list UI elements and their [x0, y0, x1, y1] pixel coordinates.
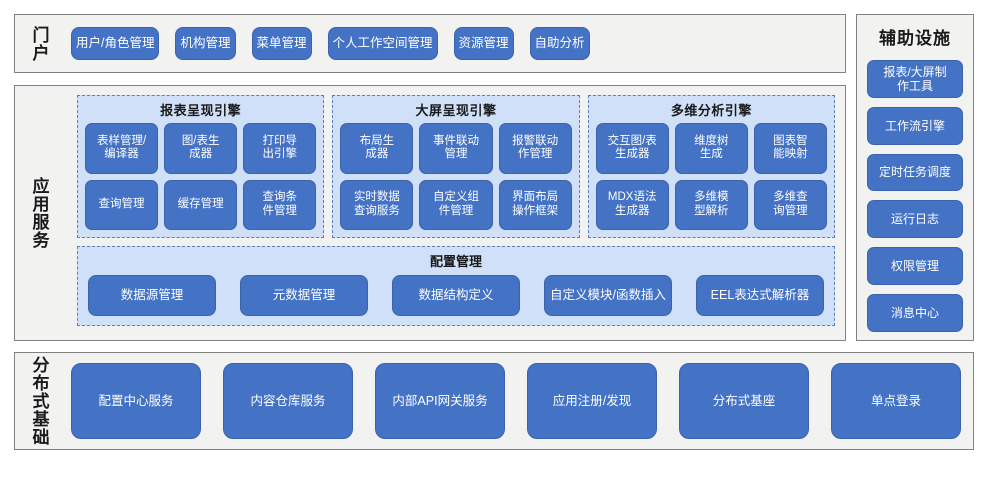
config-management-items: 数据源管理元数据管理数据结构定义自定义模块/函数插入 EEL表达式解析器 — [88, 275, 824, 316]
engine-2-item-3[interactable]: MDX语法 生成器 — [595, 179, 669, 230]
config-item-3[interactable]: 自定义模块/函数插入 — [544, 275, 672, 316]
portal-item-0[interactable]: 用户/角色管理 — [71, 27, 160, 60]
config-management-title: 配置管理 — [429, 254, 482, 269]
engine-1-item-3[interactable]: 实时数据 查询服务 — [340, 179, 414, 230]
config-item-0[interactable]: 数据源管理 — [88, 275, 216, 316]
aux-item-0[interactable]: 报表/大屏制 作工具 — [867, 60, 963, 98]
engine-1-item-5[interactable]: 界面布局 操作框架 — [498, 179, 572, 230]
engine-1-item-4[interactable]: 自定义组 件管理 — [419, 179, 493, 230]
config-item-2[interactable]: 数据结构定义 — [392, 275, 520, 316]
engine-0-item-0[interactable]: 表样管理/ 编译器 — [85, 123, 159, 174]
portal-items: 用户/角色管理机构管理菜单管理个人工作空间管理资源管理自助分析 — [71, 15, 837, 72]
aux-item-2[interactable]: 定时任务调度 — [867, 153, 963, 192]
engine-box-2: 多维分析引擎交互图/表 生成器维度树 生成图表智 能映射 MDX语法 生成器多维模… — [587, 95, 835, 238]
distributed-item-4[interactable]: 分布式基座 — [679, 363, 809, 439]
aux-item-3[interactable]: 运行日志 — [867, 200, 963, 239]
engine-2-item-2[interactable]: 图表智 能映射 — [753, 123, 827, 174]
config-item-1[interactable]: 元数据管理 — [240, 275, 368, 316]
distributed-item-5[interactable]: 单点登录 — [831, 363, 961, 439]
distributed-item-2[interactable]: 内部API网关服务 — [375, 363, 505, 439]
engine-0-item-3[interactable]: 查询管理 — [85, 179, 159, 230]
distributed-foundation-items: 配置中心服务内容仓库服务内部API网关服务应用注册/发现分布式基座单点登录 — [71, 363, 961, 439]
engine-grid-2: 交互图/表 生成器维度树 生成图表智 能映射 MDX语法 生成器多维模 型解析多维… — [595, 123, 827, 230]
aux-facilities-items: 报表/大屏制 作工具工作流引擎定时任务调度运行日志权限管理消息中心 — [867, 60, 963, 332]
engine-2-item-1[interactable]: 维度树 生成 — [674, 123, 748, 174]
portal-section: 门户 用户/角色管理机构管理菜单管理个人工作空间管理资源管理自助分析 — [14, 14, 846, 73]
engine-box-1: 大屏呈现引擎布局生 成器事件联动 管理报警联动 作管理实时数据 查询服务自定义组… — [332, 95, 580, 238]
application-services-section: 应用服务 报表呈现引擎表样管理/ 编译器图/表生 成器打印导 出引擎查询管理缓存… — [14, 85, 846, 341]
engine-0-item-4[interactable]: 缓存管理 — [164, 179, 238, 230]
portal-item-1[interactable]: 机构管理 — [175, 27, 236, 60]
portal-item-2[interactable]: 菜单管理 — [251, 27, 312, 60]
engine-box-0: 报表呈现引擎表样管理/ 编译器图/表生 成器打印导 出引擎查询管理缓存管理查询条… — [77, 95, 325, 238]
engine-2-item-0[interactable]: 交互图/表 生成器 — [595, 123, 669, 174]
engine-2-item-5[interactable]: 多维查 询管理 — [753, 179, 827, 230]
portal-item-4[interactable]: 资源管理 — [453, 27, 514, 60]
engine-title-2: 多维分析引擎 — [670, 103, 752, 118]
engine-title-1: 大屏呈现引擎 — [415, 103, 497, 118]
engine-1-item-0[interactable]: 布局生 成器 — [340, 123, 414, 174]
engines-row: 报表呈现引擎表样管理/ 编译器图/表生 成器打印导 出引擎查询管理缓存管理查询条… — [77, 95, 835, 238]
engine-0-item-5[interactable]: 查询条 件管理 — [243, 179, 317, 230]
aux-facilities-title: 辅助设施 — [879, 29, 951, 48]
application-services-label: 应用服务 — [29, 177, 49, 249]
portal-item-5[interactable]: 自助分析 — [529, 27, 590, 60]
config-management-box: 配置管理 数据源管理元数据管理数据结构定义自定义模块/函数插入 EEL表达式解析器 — [77, 246, 835, 326]
engine-grid-1: 布局生 成器事件联动 管理报警联动 作管理实时数据 查询服务自定义组 件管理界面… — [340, 123, 572, 230]
distributed-item-3[interactable]: 应用注册/发现 — [527, 363, 657, 439]
distributed-foundation-label: 分布式基础 — [29, 356, 49, 446]
engine-title-0: 报表呈现引擎 — [160, 103, 242, 118]
engine-0-item-1[interactable]: 图/表生 成器 — [164, 123, 238, 174]
engine-2-item-4[interactable]: 多维模 型解析 — [674, 179, 748, 230]
portal-section-label: 门户 — [29, 25, 49, 62]
aux-facilities-section: 辅助设施 报表/大屏制 作工具工作流引擎定时任务调度运行日志权限管理消息中心 — [856, 14, 974, 341]
distributed-item-0[interactable]: 配置中心服务 — [71, 363, 201, 439]
engine-1-item-2[interactable]: 报警联动 作管理 — [498, 123, 572, 174]
config-item-4[interactable]: EEL表达式解析器 — [696, 275, 824, 316]
distributed-item-1[interactable]: 内容仓库服务 — [223, 363, 353, 439]
aux-item-1[interactable]: 工作流引擎 — [867, 106, 963, 145]
aux-item-4[interactable]: 权限管理 — [867, 247, 963, 286]
aux-item-5[interactable]: 消息中心 — [867, 294, 963, 332]
engine-1-item-1[interactable]: 事件联动 管理 — [419, 123, 493, 174]
engine-0-item-2[interactable]: 打印导 出引擎 — [243, 123, 317, 174]
portal-item-3[interactable]: 个人工作空间管理 — [327, 27, 438, 60]
engine-grid-0: 表样管理/ 编译器图/表生 成器打印导 出引擎查询管理缓存管理查询条 件管理 — [85, 123, 317, 230]
distributed-foundation-section: 分布式基础 配置中心服务内容仓库服务内部API网关服务应用注册/发现分布式基座单… — [14, 352, 974, 450]
